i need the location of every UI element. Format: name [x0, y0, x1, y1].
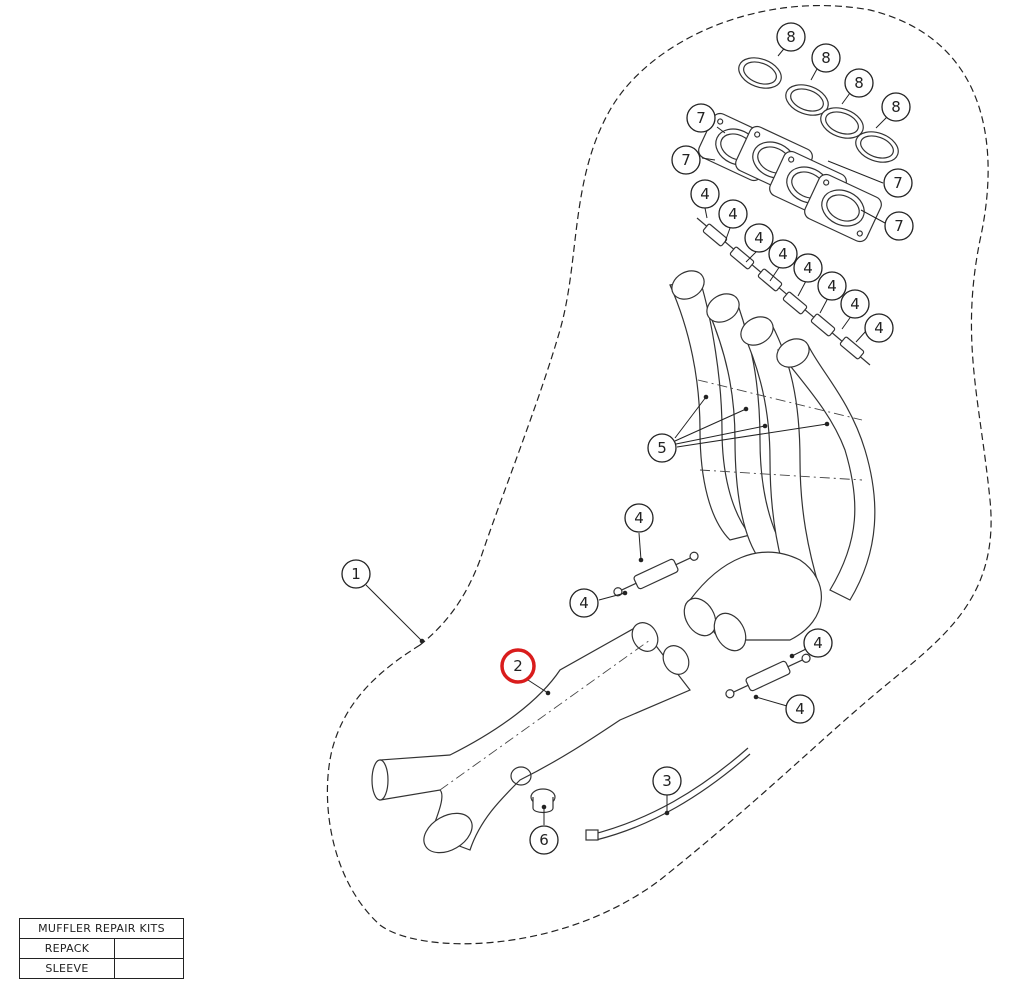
callout-8-d[interactable]: 8: [881, 92, 911, 122]
kit-row-sleeve: SLEEVE: [19, 958, 184, 979]
callout-4-header-7[interactable]: 4: [840, 289, 870, 319]
callout-1[interactable]: 1: [341, 559, 371, 589]
o2-sensor-plug: [530, 788, 556, 814]
muffler-repair-kits-table: MUFFLER REPAIR KITS REPACK SLEEVE: [19, 918, 184, 979]
callout-6[interactable]: 6: [529, 825, 559, 855]
collector-pipe: [371, 622, 691, 854]
callout-7-b[interactable]: 7: [671, 145, 701, 175]
callout-4-header-6[interactable]: 4: [817, 271, 847, 301]
callout-3[interactable]: 3: [652, 766, 682, 796]
kit-label-repack: REPACK: [19, 938, 115, 959]
sealing-rings: [738, 57, 899, 163]
callout-2-highlighted[interactable]: 2: [500, 648, 536, 684]
kit-table-title: MUFFLER REPAIR KITS: [19, 918, 184, 939]
loose-springs: [613, 551, 811, 699]
kit-envelope-outline: [326, 5, 992, 945]
callout-7-c[interactable]: 7: [883, 168, 913, 198]
kit-value-sleeve: [114, 958, 184, 979]
callout-7-d[interactable]: 7: [884, 211, 914, 241]
callout-4-loose-b-right[interactable]: 4: [785, 694, 815, 724]
callout-4-loose-a-left[interactable]: 4: [569, 588, 599, 618]
header-springs: [696, 217, 871, 366]
callout-5[interactable]: 5: [647, 433, 677, 463]
callout-4-header-8[interactable]: 4: [864, 313, 894, 343]
callout-8-a[interactable]: 8: [776, 22, 806, 52]
heat-strap: [585, 747, 751, 841]
kit-label-sleeve: SLEEVE: [19, 958, 115, 979]
kit-value-repack: [114, 938, 184, 959]
callout-4-header-1[interactable]: 4: [690, 179, 720, 209]
callout-4-header-2[interactable]: 4: [718, 199, 748, 229]
highlight-ring: [500, 648, 536, 684]
exhaust-flanges: [698, 112, 882, 243]
kit-row-repack: REPACK: [19, 938, 184, 959]
callout-8-c[interactable]: 8: [844, 68, 874, 98]
callout-8-b[interactable]: 8: [811, 43, 841, 73]
callout-4-loose-b-top[interactable]: 4: [803, 628, 833, 658]
header-pipes: [669, 270, 876, 652]
callout-4-header-3[interactable]: 4: [744, 223, 774, 253]
callout-4-header-4[interactable]: 4: [768, 239, 798, 269]
callout-4-loose-a-top[interactable]: 4: [624, 503, 654, 533]
callout-7-a[interactable]: 7: [686, 103, 716, 133]
callout-4-header-5[interactable]: 4: [793, 253, 823, 283]
leader-lines: [365, 44, 888, 825]
